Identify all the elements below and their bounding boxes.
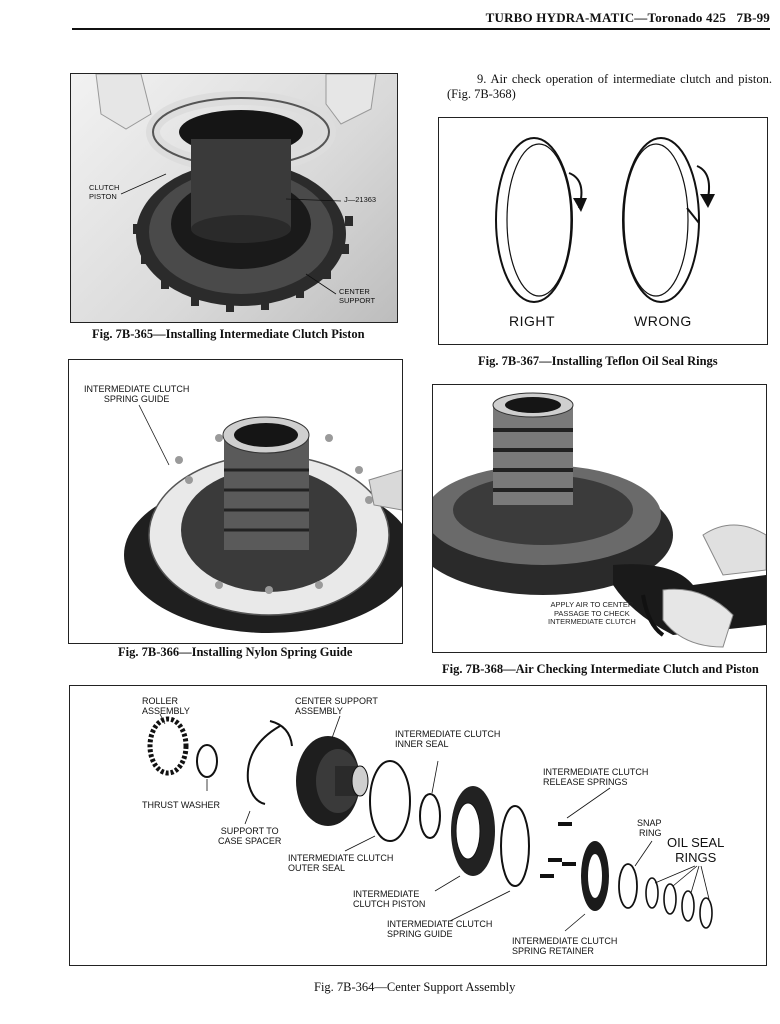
fig-364-caption: Fig. 7B-364—Center Support Assembly — [314, 980, 516, 994]
label-thrust-washer: THRUST WASHER — [142, 800, 221, 810]
fig-365-drawing — [95, 74, 377, 312]
seal-rings-illustration — [495, 137, 715, 303]
fig-365-caption: Fig. 7B-365—Installing Intermediate Clut… — [92, 327, 365, 341]
fig-366-caption: Fig. 7B-366—Installing Nylon Spring Guid… — [118, 645, 353, 659]
step-9-text: 9. Air check operation of intermediate c… — [447, 72, 772, 101]
fig-366-drawing — [124, 404, 402, 633]
page-header: TURBO HYDRA-MATIC—Toronado 425 7B-99 — [0, 10, 770, 26]
fig-368-drawing — [433, 392, 766, 648]
fig-364-drawing — [147, 713, 713, 932]
fig-367-caption: Fig. 7B-367—Installing Teflon Oil Seal R… — [478, 354, 718, 368]
header-title: TURBO HYDRA-MATIC—Toronado 425 — [485, 10, 727, 25]
label-right: RIGHT — [509, 313, 556, 329]
page-number: 7B-99 — [736, 10, 770, 25]
fig-368-caption: Fig. 7B-368—Air Checking Intermediate Cl… — [442, 662, 759, 676]
label-wrong: WRONG — [634, 313, 692, 329]
fig-367-drawing: RIGHT WRONG — [438, 117, 768, 345]
header-rule — [72, 28, 770, 30]
label-tool: J—21363 — [344, 195, 377, 204]
